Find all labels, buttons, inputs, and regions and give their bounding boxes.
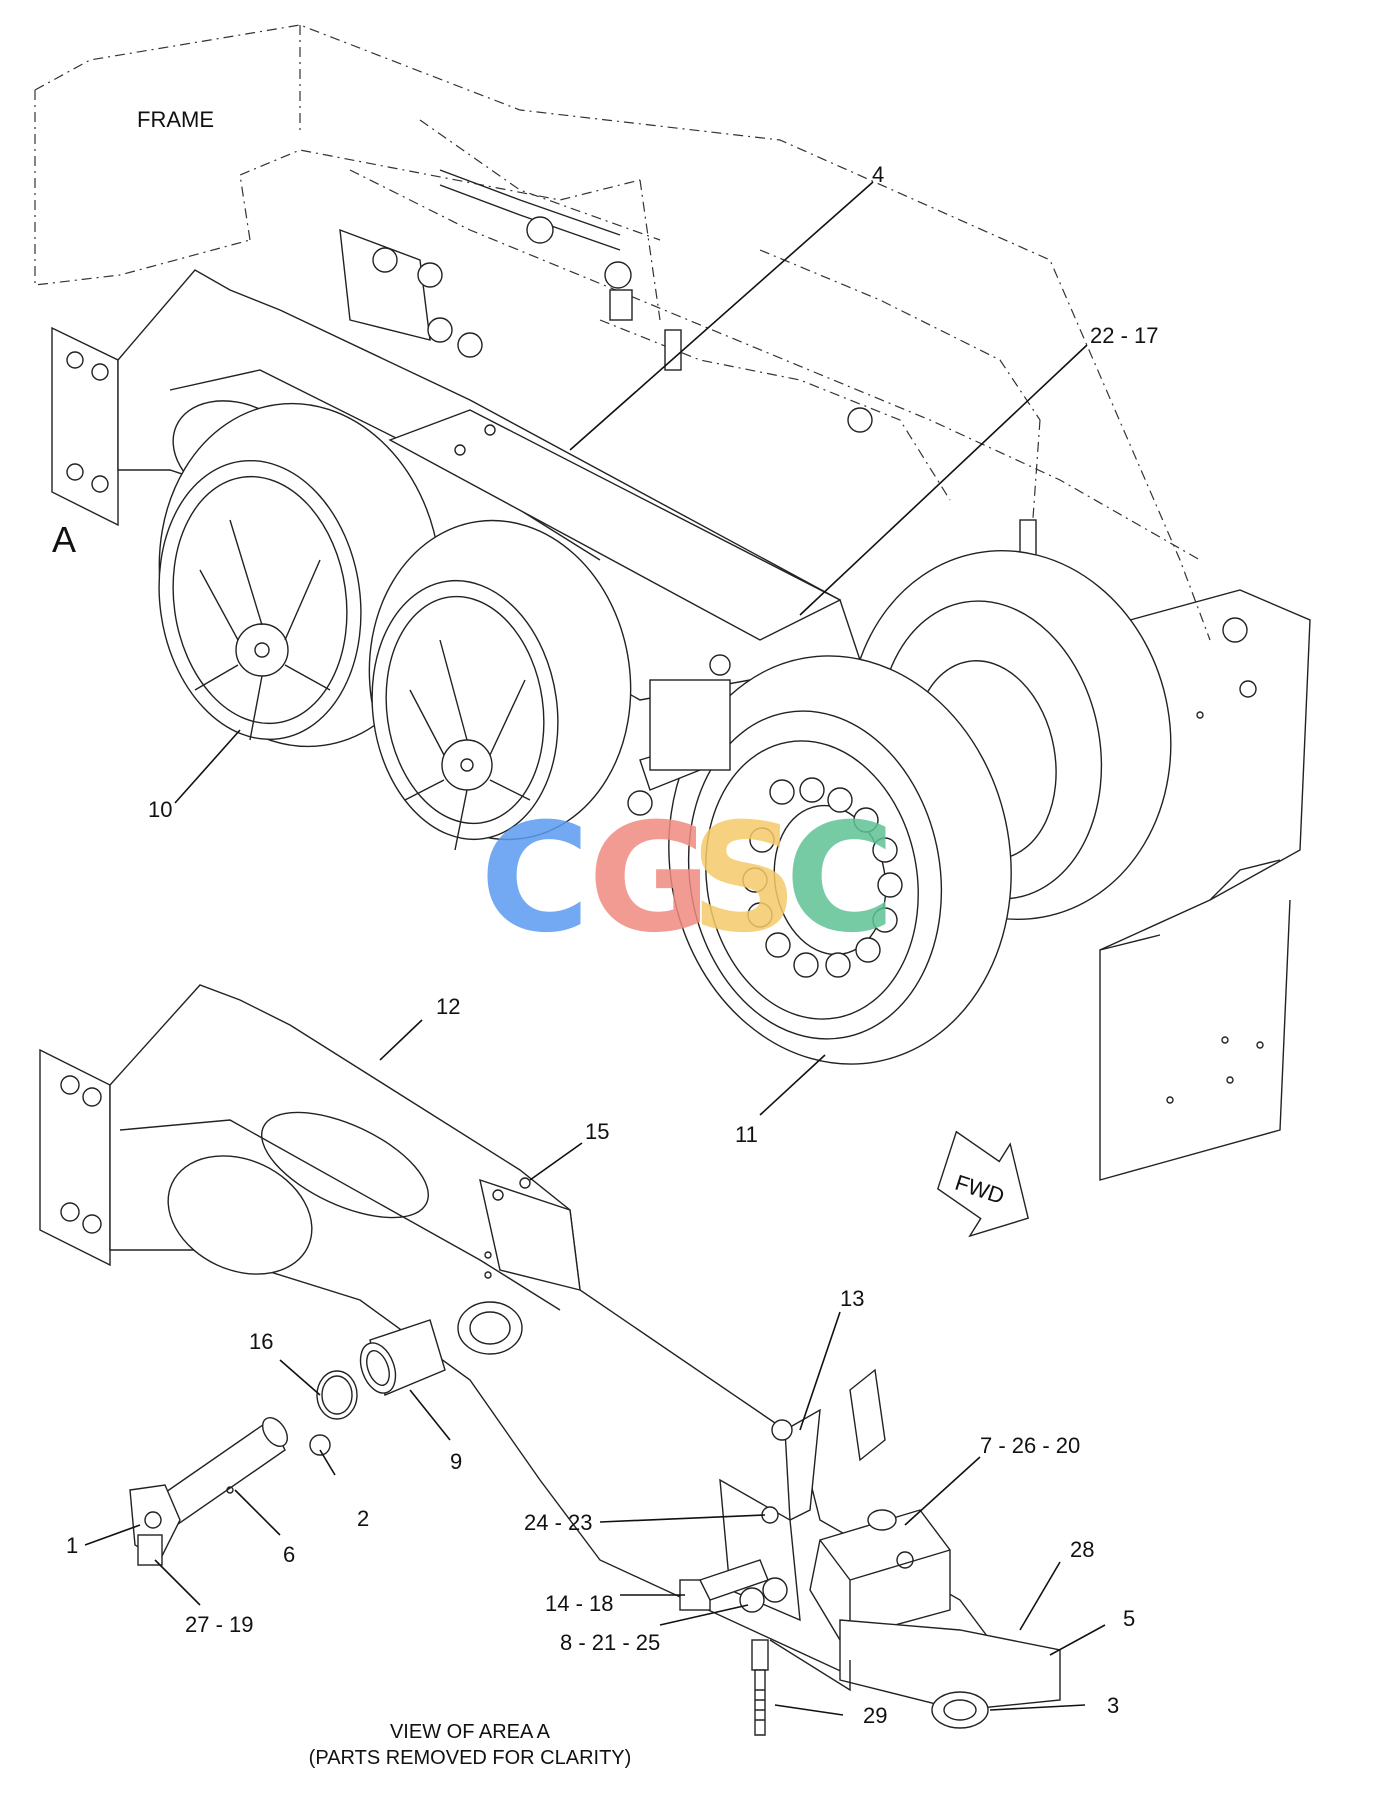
view-marker-a: A [52, 519, 76, 560]
callout-9: 9 [450, 1449, 462, 1474]
callout-24-23: 24 - 23 [524, 1510, 593, 1535]
bolt-14-and-washer [679, 1506, 788, 1613]
callout-10: 10 [148, 797, 172, 822]
pivot-block-7 [809, 1509, 951, 1641]
callout-28: 28 [1070, 1537, 1094, 1562]
watermark-letter-g: G [588, 792, 711, 966]
callout-22-17: 22 - 17 [1090, 323, 1159, 348]
frame-plate [1019, 589, 1311, 1181]
callout-14-18: 14 - 18 [545, 1591, 614, 1616]
seal-ring-16 [316, 1370, 358, 1420]
watermark-letter-c2: C [785, 792, 895, 966]
caption-line-1: VIEW OF AREA A [390, 1721, 551, 1743]
callout-4: 4 [872, 162, 884, 187]
callout-11: 11 [735, 1122, 758, 1147]
callout-5: 5 [1123, 1606, 1135, 1631]
pin-6 [129, 1416, 331, 1566]
callout-12: 12 [436, 994, 460, 1019]
fwd-arrow: FWD [936, 1130, 1029, 1238]
watermark-letter-c1: C [480, 792, 590, 966]
callout-6: 6 [283, 1542, 295, 1567]
wheel-hub-bolts [742, 777, 903, 978]
callout-27-19: 27 - 19 [185, 1612, 254, 1637]
callout-1: 1 [66, 1533, 78, 1558]
upper-bolt-assembly [627, 679, 731, 816]
callout-29: 29 [863, 1703, 887, 1728]
frame-rail [339, 169, 1248, 643]
callout-7-26-20: 7 - 26 - 20 [980, 1433, 1080, 1458]
link-arm-5 [839, 1619, 1061, 1729]
callout-2: 2 [357, 1506, 369, 1531]
roller-wheel-middle [368, 519, 632, 851]
watermark-letter-s: S [690, 792, 798, 966]
leader-lines [84, 181, 1106, 1716]
bushing-9 [359, 1319, 446, 1396]
caption-line-2: (PARTS REMOVED FOR CLARITY) [309, 1747, 632, 1769]
roller-wheel-11-front [668, 655, 1012, 1065]
callout-13: 13 [840, 1286, 864, 1311]
callout-8-21-25: 8 - 21 - 25 [560, 1630, 660, 1655]
callout-15: 15 [585, 1119, 609, 1144]
callout-3: 3 [1107, 1693, 1119, 1718]
bolt-29 [751, 1639, 851, 1736]
watermark: C G S C [480, 792, 895, 966]
frame-label: FRAME [137, 107, 214, 132]
callout-16: 16 [249, 1329, 273, 1354]
